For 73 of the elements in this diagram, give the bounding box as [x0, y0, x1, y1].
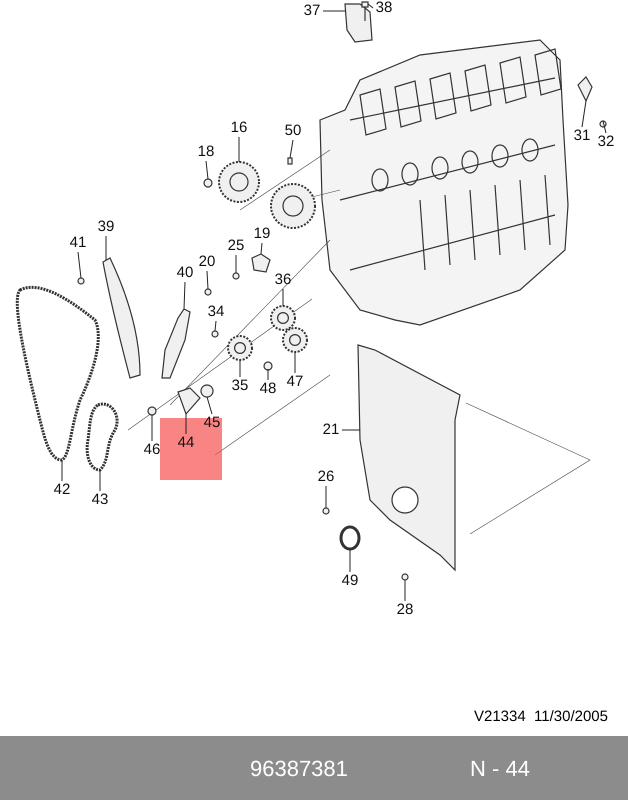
washer-drawing	[232, 272, 240, 280]
chain-drawing	[86, 402, 118, 472]
callout-number: 25	[228, 238, 244, 254]
bolt-drawing	[204, 288, 212, 296]
drawing-code: V21334 11/30/2005	[474, 708, 608, 725]
callout-number: 43	[92, 492, 108, 508]
callout-number: 32	[598, 134, 614, 150]
sprocket-drawing	[282, 327, 308, 353]
sprocket-drawing	[270, 305, 296, 331]
callout-number: 45	[204, 415, 220, 431]
callout-number: 34	[208, 304, 224, 320]
leader-line	[238, 136, 240, 162]
leader-line	[368, 4, 374, 8]
callout-number: 19	[254, 226, 270, 242]
callout-number: 28	[396, 602, 414, 618]
leader-line	[206, 396, 212, 414]
tensioner-drawing	[251, 253, 271, 273]
callout-number: 39	[98, 219, 114, 235]
callout-number: 50	[284, 123, 302, 139]
leader-line	[322, 10, 346, 12]
callout-number: 41	[70, 235, 86, 251]
callout-number: 20	[198, 254, 216, 270]
bolt-drawing	[147, 406, 157, 416]
callout-number: 36	[274, 272, 292, 288]
tensioner-arm-drawing	[177, 387, 201, 416]
leader-line	[290, 140, 294, 158]
bolt-drawing	[203, 178, 213, 188]
leader-line	[260, 242, 262, 254]
timing-chain-drawing	[16, 286, 100, 462]
leader-line	[214, 320, 216, 332]
leader-line	[582, 100, 586, 128]
callout-number: 35	[232, 378, 248, 394]
chain-guide-drawing	[161, 308, 191, 379]
callout-number: 46	[144, 442, 160, 458]
pin-drawing	[211, 330, 219, 338]
sprocket-drawing	[227, 335, 253, 361]
part-number: 96387381	[250, 756, 348, 782]
leader-line	[206, 270, 208, 290]
spring-drawing	[200, 384, 214, 398]
callout-number: 31	[574, 128, 590, 144]
chain-guide-drawing	[102, 257, 141, 379]
callout-number: 38	[376, 0, 392, 16]
leader-line	[294, 352, 296, 374]
bolt-drawing	[77, 277, 85, 285]
sprocket-drawing	[218, 161, 260, 203]
leader-line	[282, 288, 284, 306]
callout-number: 21	[322, 422, 340, 438]
leader-line	[404, 580, 406, 602]
bolt-drawing	[322, 507, 330, 515]
callout-number: 49	[342, 573, 358, 589]
leader-line	[206, 160, 208, 180]
callout-number: 44	[178, 435, 194, 451]
timing-cover-drawing	[357, 344, 461, 571]
nut-drawing	[263, 361, 273, 371]
oil-seal-drawing	[340, 526, 360, 550]
pin-drawing	[287, 157, 293, 165]
bracket-drawing	[344, 3, 373, 43]
position-number: N - 44	[470, 756, 530, 782]
bolt-drawing	[361, 1, 369, 22]
callout-number: 48	[260, 381, 276, 397]
leader-line	[602, 120, 606, 134]
callout-number: 16	[230, 120, 248, 136]
callout-number: 37	[304, 3, 320, 19]
callout-number: 42	[54, 482, 70, 498]
callout-number: 40	[176, 265, 194, 281]
leader-line	[78, 252, 82, 278]
leader-line	[184, 282, 186, 310]
callout-number: 18	[198, 144, 214, 160]
sensor-drawing	[577, 76, 593, 102]
bolt-drawing	[599, 120, 607, 128]
callout-number: 47	[286, 374, 304, 390]
callout-number: 26	[318, 469, 334, 485]
bolt-drawing	[401, 573, 409, 581]
